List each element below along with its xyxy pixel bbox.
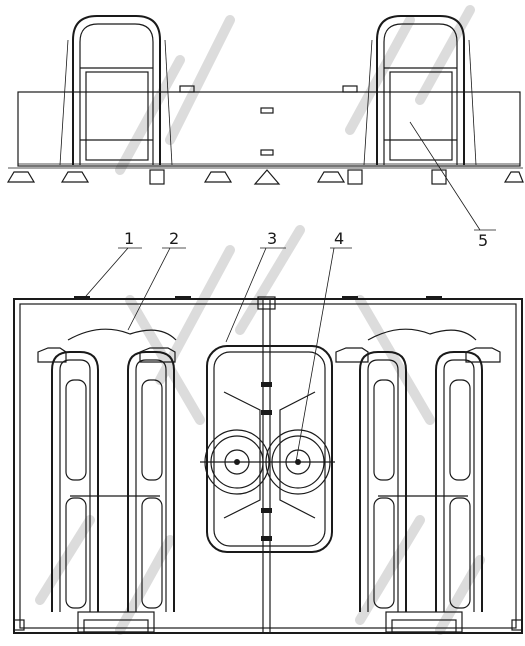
center-drum-unit	[200, 345, 335, 553]
left-stalls-plan	[37, 328, 177, 633]
callout-label-5: 5	[478, 231, 488, 250]
elevation-view	[6, 15, 524, 185]
callout-label-1: 1	[124, 229, 134, 248]
right-stalls-plan	[335, 328, 501, 633]
plan-view	[13, 296, 523, 634]
right-stall-elevation	[363, 15, 477, 166]
callout-label-4: 4	[334, 229, 344, 248]
callouts: 1 2 3 4 5	[85, 121, 496, 463]
callout-label-3: 3	[267, 229, 277, 248]
callout-label-2: 2	[169, 229, 179, 248]
left-stall-elevation	[59, 15, 173, 166]
feet	[6, 167, 524, 185]
watermark	[35, 5, 485, 635]
